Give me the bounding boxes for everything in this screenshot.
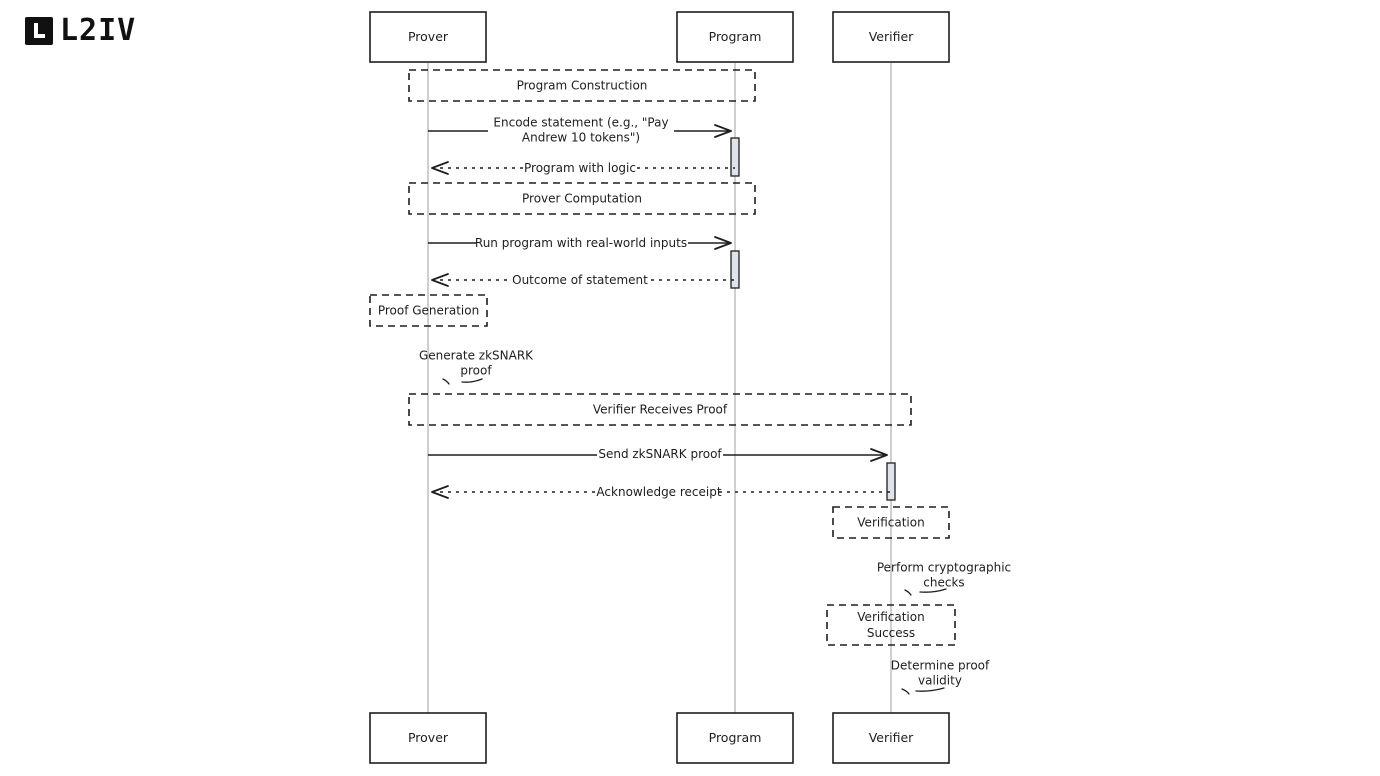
arrowhead-icon — [714, 124, 732, 138]
logo-text: L2IV — [60, 13, 137, 48]
message-label: Acknowledge receipt — [596, 485, 721, 499]
participant-program-top: Program — [676, 11, 794, 63]
arrowhead-icon — [714, 236, 732, 250]
frame-label: Proof Generation — [378, 304, 479, 318]
participant-verifier-top: Verifier — [832, 11, 950, 63]
participant-label: Prover — [408, 29, 449, 44]
msg-program-with-logic: Program with logic — [431, 161, 735, 175]
message-label: Send zkSNARK proof — [598, 447, 722, 461]
participant-verifier-bottom: Verifier — [832, 712, 950, 764]
activation-program-2 — [730, 250, 740, 289]
message-label: Run program with real-world inputs — [475, 236, 687, 250]
frame-label: Program Construction — [517, 79, 648, 93]
frame-label: Prover Computation — [522, 192, 642, 206]
arrowhead-icon — [431, 161, 449, 175]
activation-verifier-1 — [886, 462, 896, 501]
frame-label: Verifier Receives Proof — [593, 403, 728, 417]
brand-logo: L2IV — [25, 14, 136, 48]
message-label: Outcome of statement — [512, 273, 648, 287]
frame-program-construction: Program Construction — [408, 69, 756, 102]
participant-prover-top: Prover — [369, 11, 487, 63]
participant-label: Verifier — [869, 730, 914, 745]
participant-label: Program — [709, 730, 762, 745]
arrowhead-icon — [431, 273, 449, 287]
l2iv-logo-mark-icon — [25, 17, 53, 45]
frame-proof-generation: Proof Generation — [369, 294, 488, 327]
activation-program-1 — [730, 137, 740, 177]
participant-label: Prover — [408, 730, 449, 745]
message-label: Program with logic — [524, 161, 636, 175]
participant-program-bottom: Program — [676, 712, 794, 764]
frame-label: Verification — [857, 516, 924, 530]
msg-outcome-of-statement: Outcome of statement — [431, 273, 735, 287]
frame-prover-computation: Prover Computation — [408, 182, 756, 215]
participant-label: Program — [709, 29, 762, 44]
arrowhead-icon — [431, 485, 449, 499]
arrowhead-icon — [870, 448, 888, 462]
msg-acknowledge-receipt: Acknowledge receipt — [431, 485, 891, 499]
msg-run-program: Run program with real-world inputs — [428, 236, 732, 250]
msg-send-zksnark-proof: Send zkSNARK proof — [428, 447, 888, 462]
participant-prover-bottom: Prover — [369, 712, 487, 764]
frame-verification: Verification — [832, 506, 950, 539]
participant-label: Verifier — [869, 29, 914, 44]
frame-verifier-receives-proof: Verifier Receives Proof — [408, 393, 912, 426]
